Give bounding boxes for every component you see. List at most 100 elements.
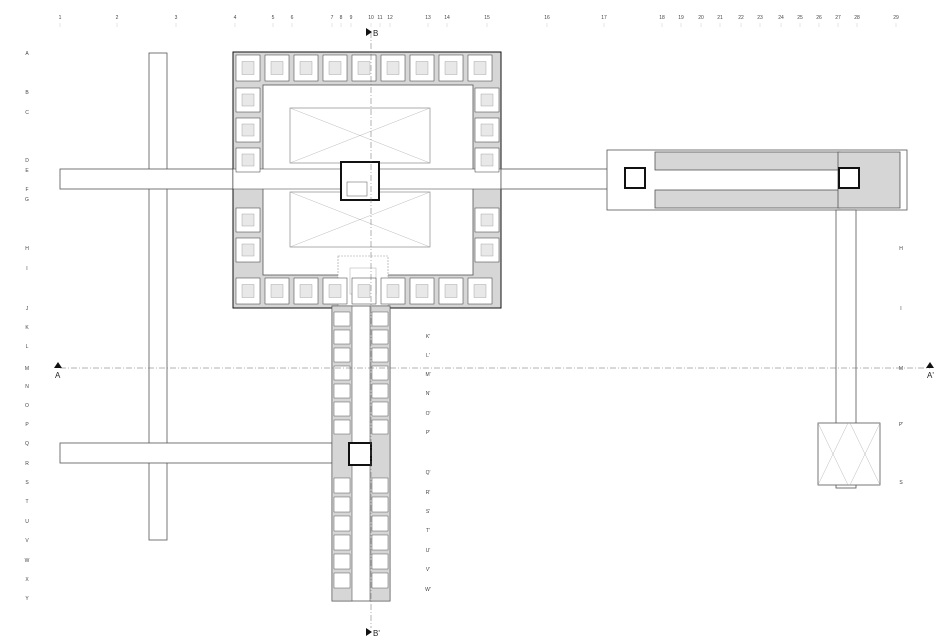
grid-column-label: 21 <box>717 15 723 21</box>
grid-column-label: 10 <box>368 15 374 21</box>
grid-row-label: F <box>25 187 28 193</box>
svg-text:B': B' <box>373 629 380 638</box>
inner-row-label: K' <box>426 334 430 340</box>
grid-column-label: 7 <box>331 15 334 21</box>
grid-column-label: 14 <box>444 15 450 21</box>
grid-column-label: 15 <box>484 15 490 21</box>
grid-row-label: C <box>25 110 29 116</box>
grid-column-label: 2 <box>116 15 119 21</box>
south-room-module <box>333 347 351 363</box>
section-marker-a-right: A' <box>926 362 934 380</box>
grid-column-label: 5 <box>272 15 275 21</box>
room-furniture <box>241 213 255 227</box>
south-room-module <box>333 496 351 513</box>
room-furniture <box>480 123 494 137</box>
right-row-label: H <box>899 246 903 252</box>
section-marker-a-left: A <box>54 362 62 380</box>
main-block <box>232 51 502 309</box>
grid-column-label: 11 <box>377 15 382 21</box>
south-room-module <box>371 477 389 494</box>
inner-row-label: N' <box>426 391 431 397</box>
grid-column-label: 1 <box>59 15 62 21</box>
inner-row-label: O' <box>426 411 431 417</box>
room-furniture <box>480 243 494 257</box>
inner-row-label: M' <box>425 372 430 378</box>
south-room-module <box>371 572 389 589</box>
grid-row-label: L <box>26 344 29 350</box>
grid-row-label: J <box>26 306 29 312</box>
south-room-module <box>333 311 351 327</box>
section-marker-b-top: B <box>366 28 378 38</box>
grid-row-label: R <box>25 461 29 467</box>
grid-row-label: W <box>25 558 30 564</box>
grid-column-label: 17 <box>601 15 607 21</box>
grid-row-label: I <box>26 266 27 272</box>
grid-column-label: 23 <box>757 15 763 21</box>
section-lines <box>60 32 930 628</box>
south-wing <box>331 305 391 602</box>
inner-row-label: L' <box>426 353 430 359</box>
room-furniture <box>241 93 255 107</box>
room-furniture <box>241 61 255 75</box>
grid-row-label: K <box>25 325 29 331</box>
south-room-module <box>333 329 351 345</box>
room-furniture <box>444 61 458 75</box>
grid-column-label: 9 <box>350 15 353 21</box>
room-furniture <box>480 153 494 167</box>
south-room-module <box>371 329 389 345</box>
south-room-module <box>333 534 351 551</box>
grid-row-label: S <box>25 480 29 486</box>
grid-column-label: 24 <box>778 15 784 21</box>
left-corridors <box>59 52 333 541</box>
grid-column-label: 13 <box>425 15 431 21</box>
room-furniture <box>480 93 494 107</box>
south-room-module <box>371 515 389 532</box>
grid-row-label: P <box>25 422 29 428</box>
room-furniture <box>328 284 342 298</box>
south-room-module <box>333 572 351 589</box>
grid-column-label: 3 <box>175 15 178 21</box>
room-furniture <box>386 284 400 298</box>
grid-row-label: N <box>25 384 29 390</box>
inner-row-label: Q' <box>426 470 431 476</box>
grid-row-label: E <box>25 168 29 174</box>
room-furniture <box>241 284 255 298</box>
right-row-label: I <box>900 306 901 312</box>
room-furniture <box>299 61 313 75</box>
south-room-module <box>333 419 351 435</box>
grid-row-label: Q <box>25 441 29 447</box>
grid-row-label: A <box>25 51 29 57</box>
inner-row-label: T' <box>426 528 430 534</box>
grid-row-label: X <box>25 577 29 583</box>
south-room-module <box>371 347 389 363</box>
grid-column-label: 22 <box>738 15 744 21</box>
south-room-module <box>371 553 389 570</box>
east-corridor <box>500 149 908 489</box>
room-furniture <box>299 284 313 298</box>
east-details <box>817 422 881 486</box>
south-room-module <box>371 401 389 417</box>
right-row-label: M <box>899 366 903 372</box>
room-furniture <box>386 61 400 75</box>
south-room-module <box>333 515 351 532</box>
section-marker-b-bottom: B' <box>366 628 380 638</box>
south-room-module <box>371 311 389 327</box>
inner-row-label: W' <box>425 587 431 593</box>
grid-column-label: 8 <box>340 15 343 21</box>
grid-lines <box>59 23 897 27</box>
grid-column-label: 16 <box>544 15 550 21</box>
room-module <box>474 147 500 173</box>
right-row-label: P' <box>899 422 903 428</box>
grid-column-label: 6 <box>291 15 294 21</box>
grid-row-label: Y <box>25 596 29 602</box>
south-room-module <box>371 365 389 381</box>
south-room-module <box>371 496 389 513</box>
room-furniture <box>241 123 255 137</box>
svg-text:B: B <box>373 29 378 38</box>
grid-column-label: 25 <box>797 15 803 21</box>
grid-column-label: 18 <box>659 15 665 21</box>
room-furniture <box>241 243 255 257</box>
south-room-modules <box>333 311 389 589</box>
